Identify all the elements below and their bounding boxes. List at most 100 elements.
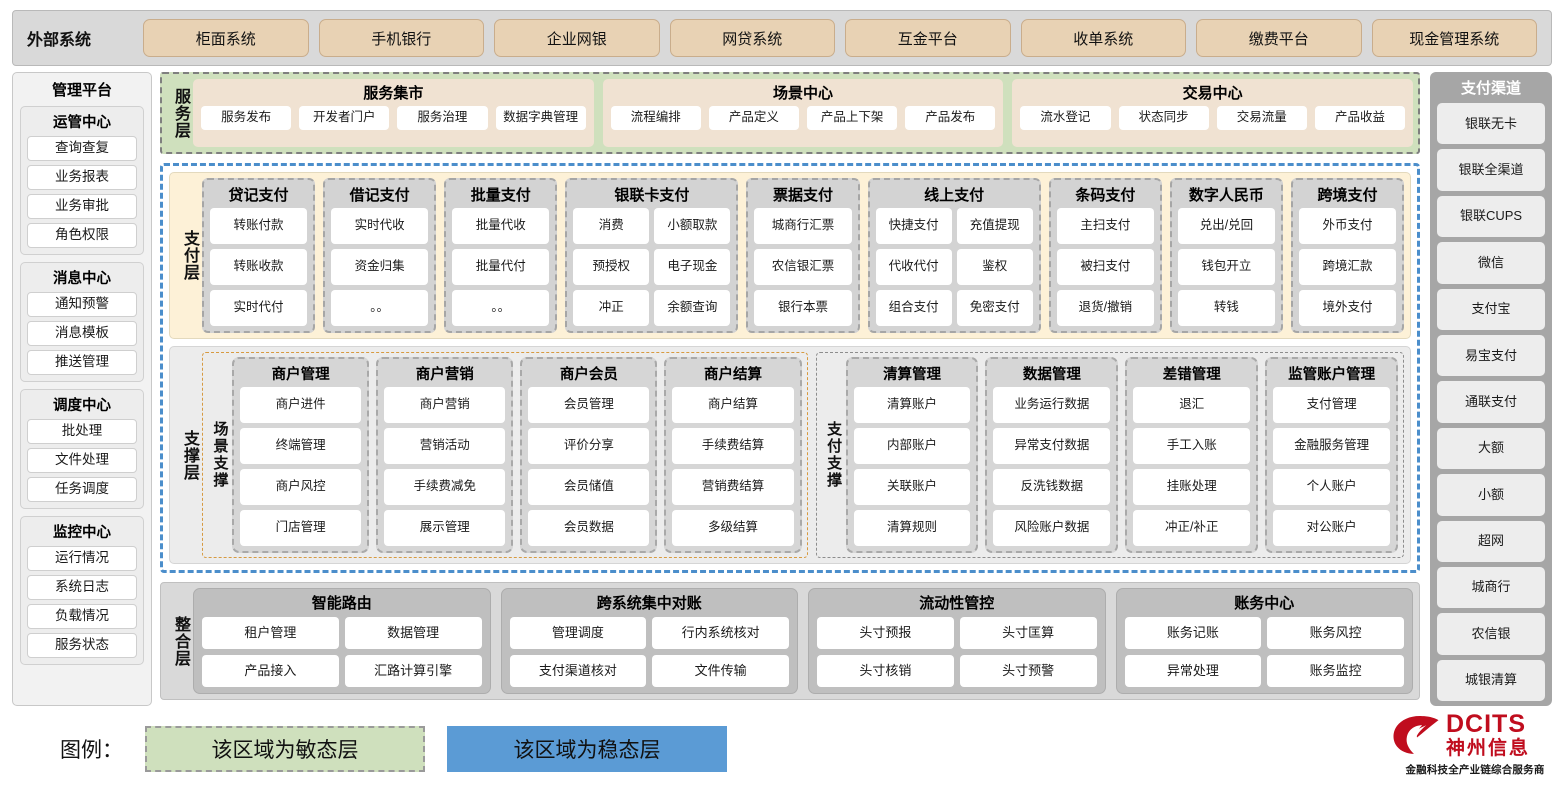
payment-channel-item[interactable]: 通联支付 bbox=[1437, 381, 1545, 423]
payment-channel-item[interactable]: 小额 bbox=[1437, 474, 1545, 516]
support-item[interactable]: 清算规则 bbox=[853, 510, 971, 546]
management-item[interactable]: 消息模板 bbox=[27, 321, 137, 346]
payment-item[interactable]: 余额查询 bbox=[654, 290, 731, 326]
management-item[interactable]: 业务审批 bbox=[27, 194, 137, 219]
payment-item[interactable]: 外币支付 bbox=[1298, 208, 1397, 244]
support-item[interactable]: 手续费减免 bbox=[384, 469, 506, 505]
payment-channel-item[interactable]: 易宝支付 bbox=[1437, 334, 1545, 377]
support-item[interactable]: 商户营销 bbox=[384, 387, 506, 423]
external-system-chip[interactable]: 柜面系统 bbox=[143, 19, 309, 57]
support-item[interactable]: 商户风控 bbox=[240, 469, 362, 505]
support-item[interactable]: 门店管理 bbox=[240, 510, 362, 546]
support-item[interactable]: 关联账户 bbox=[853, 469, 971, 505]
support-item[interactable]: 清算账户 bbox=[853, 387, 971, 423]
integration-item[interactable]: 异常处理 bbox=[1124, 655, 1262, 687]
management-item[interactable]: 推送管理 bbox=[27, 350, 137, 375]
support-item[interactable]: 金融服务管理 bbox=[1273, 428, 1391, 464]
service-item[interactable]: 服务发布 bbox=[201, 106, 292, 130]
payment-item[interactable]: 实时代收 bbox=[331, 208, 429, 244]
integration-item[interactable]: 账务监控 bbox=[1267, 655, 1404, 687]
management-item[interactable]: 运行情况 bbox=[27, 546, 137, 571]
service-item[interactable]: 产品上下架 bbox=[807, 106, 898, 130]
integration-item[interactable]: 汇路计算引擎 bbox=[344, 655, 482, 687]
payment-item[interactable]: 。。 bbox=[452, 290, 550, 326]
payment-item[interactable]: 消费 bbox=[573, 208, 650, 244]
service-item[interactable]: 交易流量 bbox=[1216, 106, 1307, 130]
integration-item[interactable]: 头寸预报 bbox=[817, 617, 954, 649]
payment-item[interactable]: 小额取款 bbox=[654, 208, 731, 244]
payment-item[interactable]: 冲正 bbox=[573, 290, 650, 326]
support-item[interactable]: 反洗钱数据 bbox=[993, 469, 1111, 505]
payment-item[interactable]: 实时代付 bbox=[210, 290, 308, 326]
service-item[interactable]: 产品发布 bbox=[905, 106, 996, 130]
payment-item[interactable]: 鉴权 bbox=[956, 249, 1033, 285]
integration-item[interactable]: 行内系统核对 bbox=[652, 617, 789, 649]
payment-item[interactable]: 组合支付 bbox=[875, 290, 952, 326]
management-item[interactable]: 批处理 bbox=[27, 419, 137, 444]
external-system-chip[interactable]: 互金平台 bbox=[845, 19, 1011, 57]
payment-item[interactable]: 。。 bbox=[331, 290, 429, 326]
management-item[interactable]: 文件处理 bbox=[27, 448, 137, 473]
payment-item[interactable]: 农信银汇票 bbox=[754, 249, 852, 285]
support-item[interactable]: 会员管理 bbox=[528, 387, 650, 423]
support-item[interactable]: 风险账户数据 bbox=[993, 510, 1111, 546]
payment-item[interactable]: 电子现金 bbox=[654, 249, 731, 285]
payment-channel-item[interactable]: 支付宝 bbox=[1437, 288, 1545, 330]
payment-item[interactable]: 预授权 bbox=[573, 249, 650, 285]
payment-item[interactable]: 退货/撤销 bbox=[1056, 290, 1154, 326]
management-item[interactable]: 任务调度 bbox=[27, 477, 137, 502]
management-item[interactable]: 查询查复 bbox=[27, 136, 137, 161]
payment-channel-item[interactable]: 银联无卡 bbox=[1437, 103, 1545, 145]
support-item[interactable]: 异常支付数据 bbox=[993, 428, 1111, 464]
integration-item[interactable]: 头寸核销 bbox=[817, 655, 954, 687]
payment-item[interactable]: 主扫支付 bbox=[1056, 208, 1154, 244]
support-item[interactable]: 终端管理 bbox=[240, 428, 362, 464]
payment-item[interactable]: 转钱 bbox=[1177, 290, 1275, 326]
payment-channel-item[interactable]: 城商行 bbox=[1437, 566, 1545, 609]
service-item[interactable]: 状态同步 bbox=[1118, 106, 1209, 130]
payment-item[interactable]: 资金归集 bbox=[331, 249, 429, 285]
payment-channel-item[interactable]: 银联全渠道 bbox=[1437, 149, 1545, 191]
payment-channel-item[interactable]: 微信 bbox=[1437, 242, 1545, 284]
payment-item[interactable]: 银行本票 bbox=[754, 290, 852, 326]
integration-item[interactable]: 租户管理 bbox=[202, 617, 339, 649]
service-item[interactable]: 产品收益 bbox=[1314, 106, 1406, 130]
support-item[interactable]: 会员数据 bbox=[528, 510, 650, 546]
support-item[interactable]: 评价分享 bbox=[528, 428, 650, 464]
integration-item[interactable]: 支付渠道核对 bbox=[509, 655, 647, 687]
integration-item[interactable]: 头寸匡算 bbox=[959, 617, 1097, 649]
external-system-chip[interactable]: 手机银行 bbox=[318, 19, 484, 57]
service-item[interactable]: 开发者门户 bbox=[299, 106, 390, 130]
integration-item[interactable]: 管理调度 bbox=[509, 617, 647, 649]
payment-channel-item[interactable]: 超网 bbox=[1437, 520, 1545, 562]
payment-item[interactable]: 钱包开立 bbox=[1177, 249, 1275, 285]
payment-item[interactable]: 跨境汇款 bbox=[1298, 249, 1397, 285]
support-item[interactable]: 挂账处理 bbox=[1133, 469, 1251, 505]
payment-item[interactable]: 转账付款 bbox=[210, 208, 308, 244]
support-item[interactable]: 退汇 bbox=[1133, 387, 1251, 423]
support-item[interactable]: 业务运行数据 bbox=[993, 387, 1111, 423]
integration-item[interactable]: 产品接入 bbox=[202, 655, 339, 687]
payment-item[interactable]: 快捷支付 bbox=[875, 208, 952, 244]
integration-item[interactable]: 文件传输 bbox=[652, 655, 789, 687]
payment-item[interactable]: 转账收款 bbox=[210, 249, 308, 285]
support-item[interactable]: 会员储值 bbox=[528, 469, 650, 505]
payment-channel-item[interactable]: 农信银 bbox=[1437, 613, 1545, 655]
support-item[interactable]: 营销费结算 bbox=[672, 469, 794, 505]
support-item[interactable]: 冲正/补正 bbox=[1133, 510, 1251, 546]
support-item[interactable]: 手续费结算 bbox=[672, 428, 794, 464]
payment-item[interactable]: 城商行汇票 bbox=[754, 208, 852, 244]
management-item[interactable]: 通知预警 bbox=[27, 292, 137, 317]
management-item[interactable]: 业务报表 bbox=[27, 165, 137, 190]
payment-item[interactable]: 被扫支付 bbox=[1056, 249, 1154, 285]
integration-item[interactable]: 头寸预警 bbox=[959, 655, 1097, 687]
support-item[interactable]: 手工入账 bbox=[1133, 428, 1251, 464]
payment-item[interactable]: 批量代付 bbox=[452, 249, 550, 285]
external-system-chip[interactable]: 收单系统 bbox=[1020, 19, 1186, 57]
integration-item[interactable]: 账务记账 bbox=[1124, 617, 1262, 649]
payment-item[interactable]: 充值提现 bbox=[956, 208, 1033, 244]
management-item[interactable]: 负载情况 bbox=[27, 604, 137, 629]
management-item[interactable]: 系统日志 bbox=[27, 575, 137, 600]
external-system-chip[interactable]: 企业网银 bbox=[494, 19, 660, 57]
support-item[interactable]: 支付管理 bbox=[1273, 387, 1391, 423]
